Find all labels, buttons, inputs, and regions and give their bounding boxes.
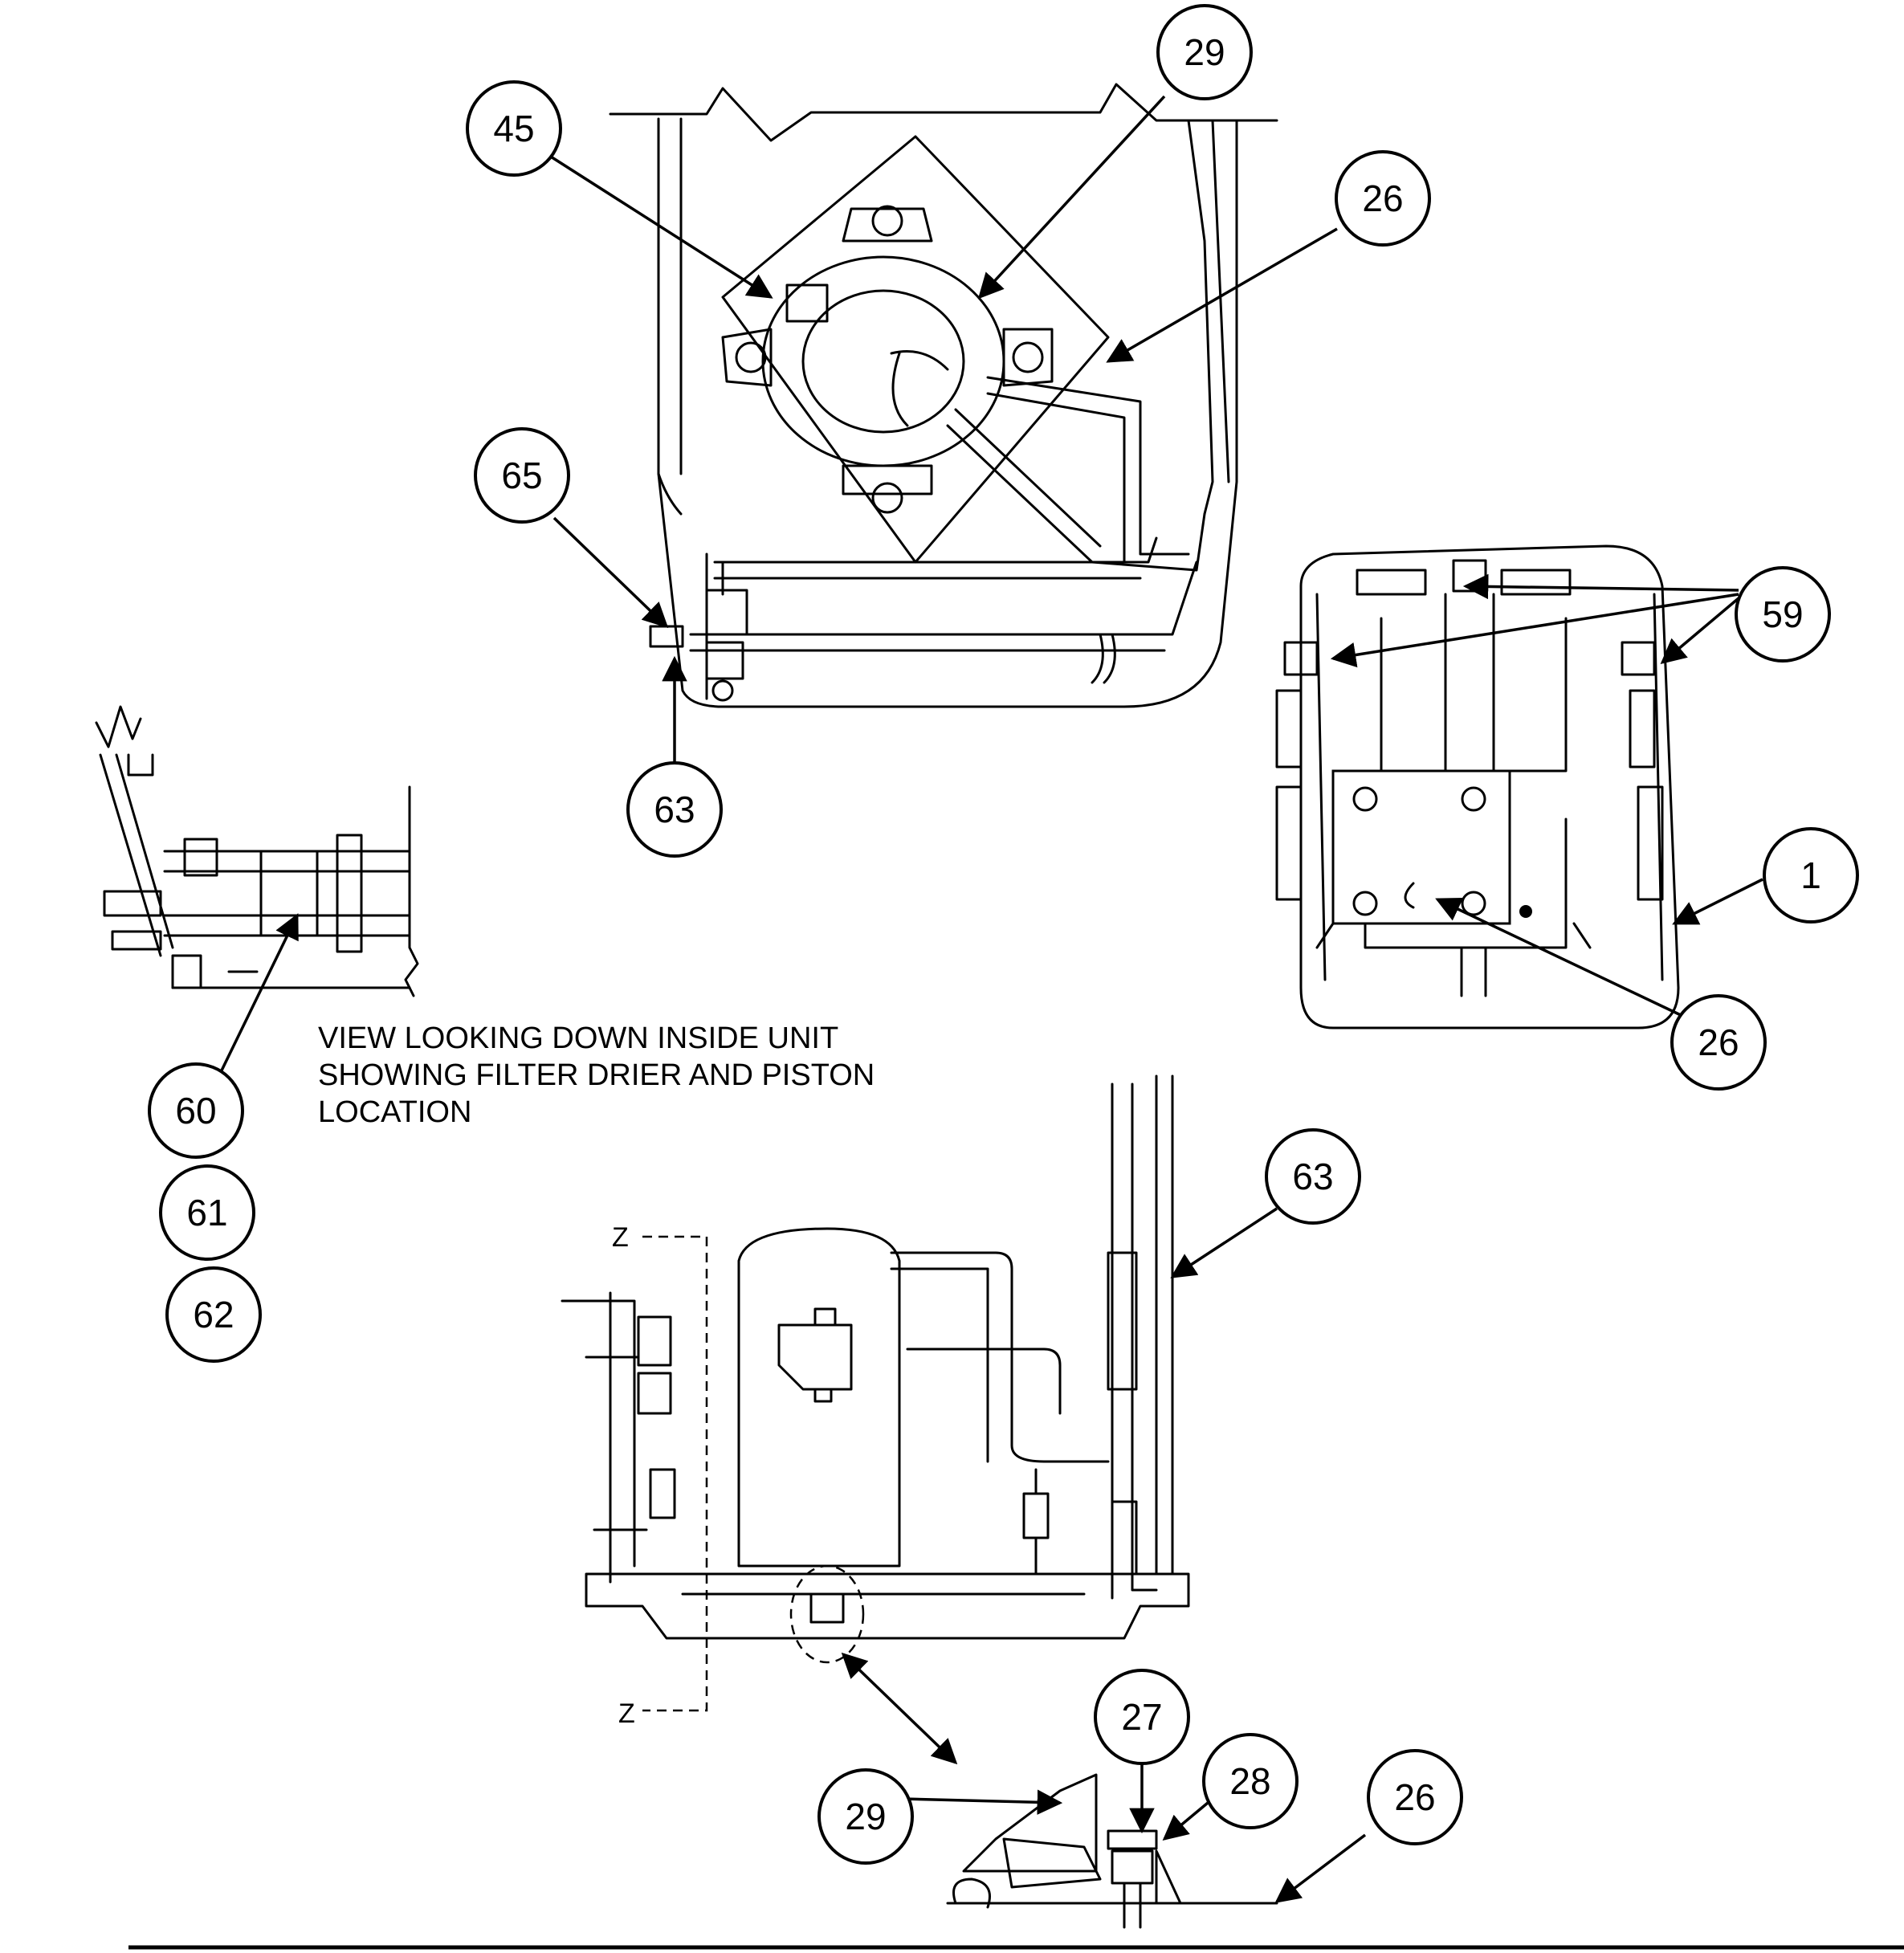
section-letter-top: Z xyxy=(612,1222,629,1253)
callout-61-label: 61 xyxy=(186,1192,227,1233)
callout-1: 1 xyxy=(1763,827,1859,923)
callout-61: 61 xyxy=(159,1164,255,1261)
callout-26-top: 26 xyxy=(1335,150,1431,247)
callout-63-bottom-label: 63 xyxy=(1292,1156,1333,1197)
callout-45-label: 45 xyxy=(493,108,534,149)
callout-60: 60 xyxy=(148,1062,244,1159)
callout-26-bottom: 26 xyxy=(1367,1749,1463,1845)
callout-27-label: 27 xyxy=(1121,1696,1162,1738)
leader-lines xyxy=(219,95,1763,1903)
callout-1-label: 1 xyxy=(1800,854,1821,896)
callout-62: 62 xyxy=(165,1266,262,1363)
callout-28-label: 28 xyxy=(1229,1760,1270,1802)
callout-27: 27 xyxy=(1094,1669,1190,1765)
callout-60-label: 60 xyxy=(175,1090,216,1131)
callout-59: 59 xyxy=(1735,566,1831,663)
callout-45: 45 xyxy=(466,80,562,177)
callout-29-bottom-label: 29 xyxy=(845,1796,886,1837)
callout-29-top-label: 29 xyxy=(1184,31,1225,73)
top-view-drawing xyxy=(609,83,1278,708)
callout-65-label: 65 xyxy=(501,455,542,496)
base-pan-drawing xyxy=(1275,544,1680,1030)
callout-29-bottom: 29 xyxy=(817,1768,914,1865)
view-caption: VIEW LOOKING DOWN INSIDE UNIT SHOWING FI… xyxy=(318,1021,875,1129)
callout-28: 28 xyxy=(1202,1733,1299,1829)
callout-59-label: 59 xyxy=(1762,593,1803,635)
callout-26-right: 26 xyxy=(1670,994,1767,1091)
callout-63-bottom: 63 xyxy=(1265,1128,1361,1225)
side-view-drawing: Z Z xyxy=(561,1074,1190,1765)
callout-26-bottom-label: 26 xyxy=(1394,1776,1435,1818)
callout-62-label: 62 xyxy=(193,1294,234,1335)
filter-drier-drawing xyxy=(95,705,419,997)
callout-26-top-label: 26 xyxy=(1362,177,1403,219)
callout-63-top: 63 xyxy=(626,761,723,858)
section-letter-bottom: Z xyxy=(618,1698,635,1729)
callout-26-right-label: 26 xyxy=(1698,1021,1739,1063)
callout-65: 65 xyxy=(474,427,570,524)
callout-29-top: 29 xyxy=(1156,4,1253,100)
callout-63-top-label: 63 xyxy=(654,789,695,830)
